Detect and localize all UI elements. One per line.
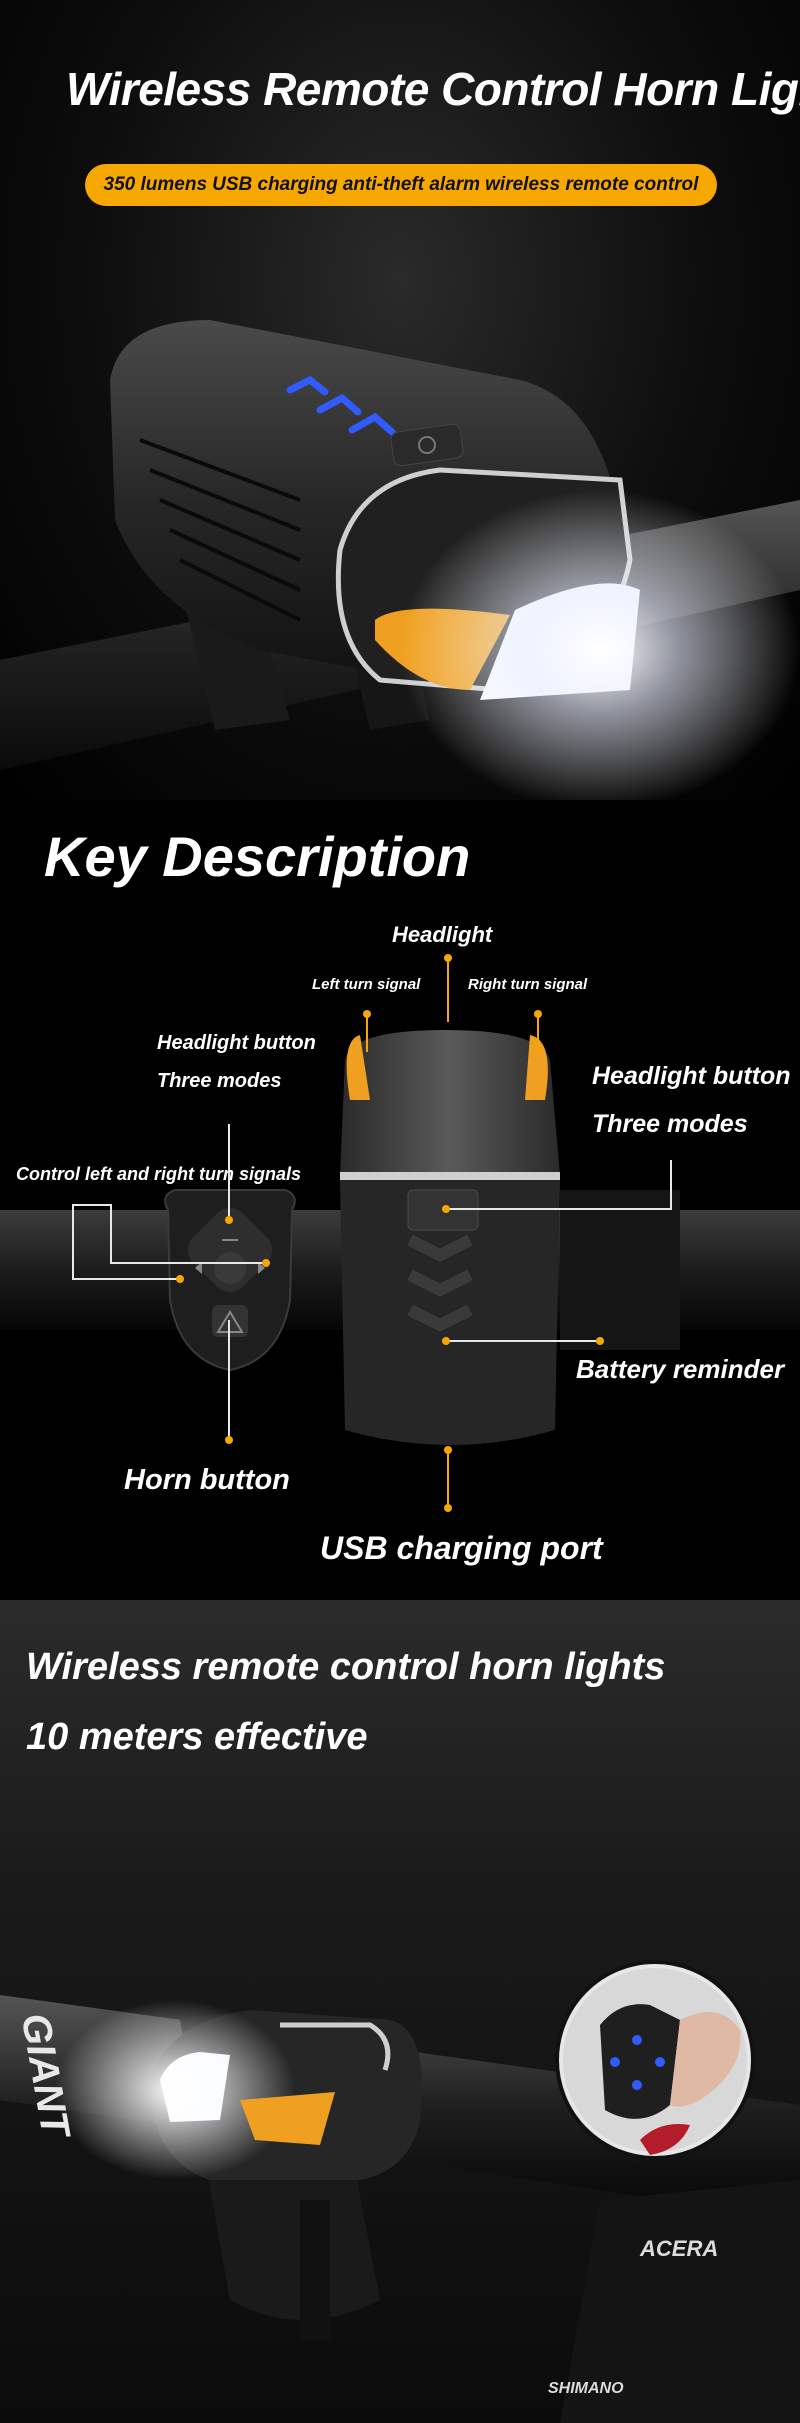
label-horn-button: Horn button bbox=[124, 1464, 290, 1496]
label-lamp-headlight-button: Headlight button bbox=[592, 1062, 791, 1090]
key-description-diagram bbox=[0, 1030, 800, 1445]
brand-acera: ACERA bbox=[640, 2236, 719, 2261]
feature-pill: 350 lumens USB charging anti-theft alarm… bbox=[85, 164, 717, 206]
range-line-2: 10 meters effective bbox=[26, 1716, 368, 1758]
feature-alarm: anti-theft alarm bbox=[342, 174, 481, 195]
hero-product-image bbox=[0, 320, 800, 800]
label-remote-headlight-button: Headlight button bbox=[157, 1032, 316, 1054]
arrow-right-icon bbox=[258, 1262, 265, 1274]
power-icon bbox=[418, 436, 436, 454]
key-description-section: Key Description bbox=[0, 800, 800, 1600]
label-left-turn-signal: Left turn signal bbox=[312, 976, 421, 993]
label-battery-reminder: Battery reminder bbox=[576, 1354, 785, 1384]
label-usb-charging-port: USB charging port bbox=[320, 1530, 603, 1566]
arrow-left-icon bbox=[195, 1262, 202, 1274]
label-control-turn-signals: Control left and right turn signals bbox=[16, 1164, 301, 1184]
key-description-heading: Key Description bbox=[44, 825, 471, 888]
feature-usb: USB charging bbox=[212, 174, 338, 195]
feature-lumens: 350 lumens bbox=[103, 174, 208, 195]
label-headlight: Headlight bbox=[392, 922, 493, 947]
label-right-turn-signal: Right turn signal bbox=[468, 976, 588, 993]
brand-shimano: SHIMANO bbox=[548, 2380, 624, 2397]
hero-title: Wireless Remote Control Horn Lights bbox=[66, 63, 800, 115]
label-lamp-three-modes: Three modes bbox=[592, 1110, 748, 1138]
hero-section: Wireless Remote Control Horn Lights 350 … bbox=[0, 0, 800, 800]
range-section: Wireless remote control horn lights 10 m… bbox=[0, 1600, 800, 2423]
range-product-image bbox=[0, 1960, 800, 2423]
feature-remote: wireless remote control bbox=[485, 174, 699, 195]
warning-triangle-icon bbox=[216, 1310, 244, 1333]
range-line-1: Wireless remote control horn lights bbox=[26, 1646, 666, 1688]
label-remote-three-modes: Three modes bbox=[157, 1070, 282, 1092]
